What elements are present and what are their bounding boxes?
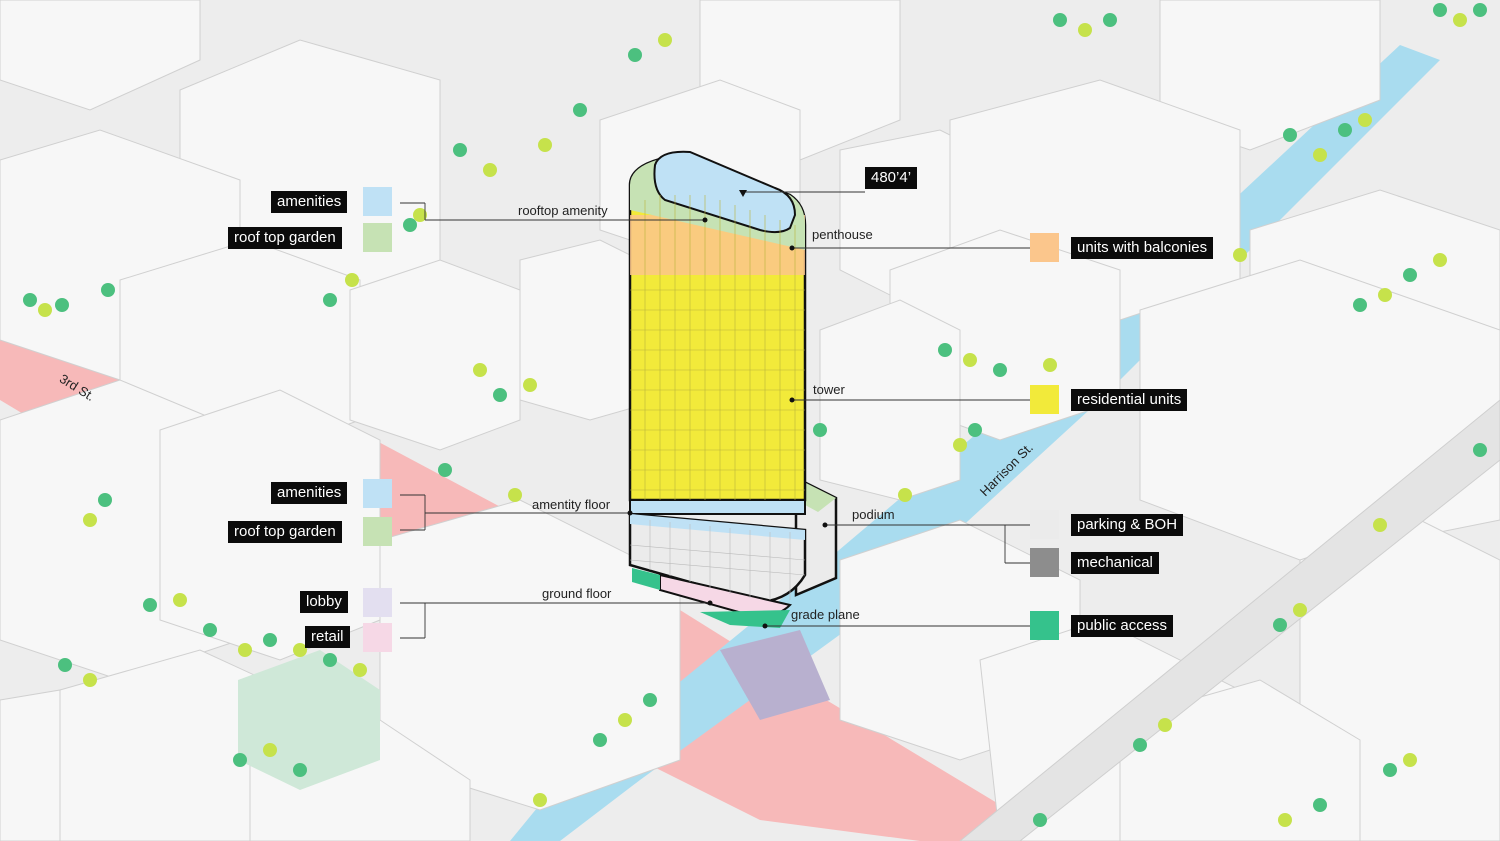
legend-balconies-swatch xyxy=(1030,233,1059,262)
legend-retail-label: retail xyxy=(305,626,350,648)
legend-lobby-label: lobby xyxy=(300,591,348,613)
legend-garden-top-label: roof top garden xyxy=(228,227,342,249)
trees xyxy=(23,3,1487,827)
annotation-podium: podium xyxy=(852,507,895,522)
legend-mechanical-label: mechanical xyxy=(1071,552,1159,574)
height-tag: 480’4’ xyxy=(865,167,918,189)
legend-balconies-label: units with balconies xyxy=(1071,237,1214,259)
annotation-tower: tower xyxy=(813,382,845,397)
tower-public-access xyxy=(632,568,660,590)
tower-amenity-band-lower xyxy=(630,514,805,540)
grade-plane-strip xyxy=(700,610,790,628)
leader-dots xyxy=(627,217,828,629)
legend-garden-mid-swatch xyxy=(363,517,392,546)
legend-residential-label: residential units xyxy=(1071,389,1188,411)
annotation-rooftop-amenity: rooftop amenity xyxy=(518,203,608,218)
legend-parking-label: parking & BOH xyxy=(1071,514,1184,536)
legend-amenities-mid-swatch xyxy=(363,479,392,508)
annotation-penthouse: penthouse xyxy=(812,227,873,242)
legend-lobby-swatch xyxy=(363,588,392,617)
base-grid xyxy=(629,520,806,600)
leader-lines xyxy=(400,191,1030,639)
legend-parking-swatch xyxy=(1030,510,1059,539)
legend-public-label: public access xyxy=(1071,615,1174,637)
legend-mechanical-swatch xyxy=(1030,548,1059,577)
intersection xyxy=(720,630,830,720)
height-marker-icon xyxy=(739,190,747,197)
tower-model xyxy=(628,150,838,628)
legend-residential-swatch xyxy=(1030,385,1059,414)
rail-corridor xyxy=(959,399,1500,841)
legend-amenities-top-label: amenities xyxy=(271,191,348,213)
legend-garden-mid-label: roof top garden xyxy=(228,521,342,543)
legend-garden-top-swatch xyxy=(363,223,392,252)
tower-amenity-floor xyxy=(629,499,806,515)
annotation-grade-plane: grade plane xyxy=(791,607,860,622)
legend-amenities-mid-label: amenities xyxy=(271,482,348,504)
annotation-ground-floor: ground floor xyxy=(542,586,612,601)
annotation-amenity-floor: amentity floor xyxy=(532,497,611,512)
legend-retail-swatch xyxy=(363,623,392,652)
legend-amenities-top-swatch xyxy=(363,187,392,216)
facade-grid xyxy=(630,195,805,500)
legend-public-swatch xyxy=(1030,611,1059,640)
tower-rooftop-amenity xyxy=(653,150,797,234)
